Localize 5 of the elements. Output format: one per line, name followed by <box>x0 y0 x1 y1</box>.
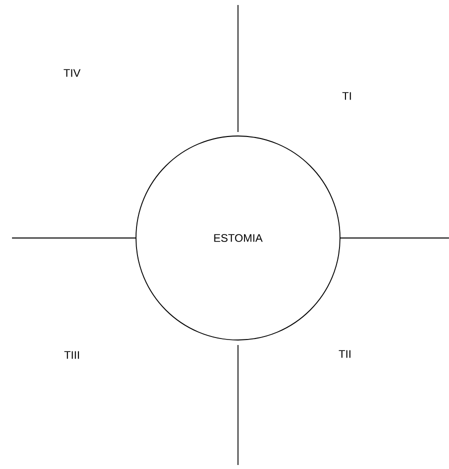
quadrant-label: TI <box>342 92 351 100</box>
quadrant-label: TIV <box>64 69 80 77</box>
circle-node: ESTOMIA <box>136 136 340 340</box>
quadrant-label: TII <box>338 350 350 358</box>
quadrant-label: TIII <box>64 351 79 359</box>
